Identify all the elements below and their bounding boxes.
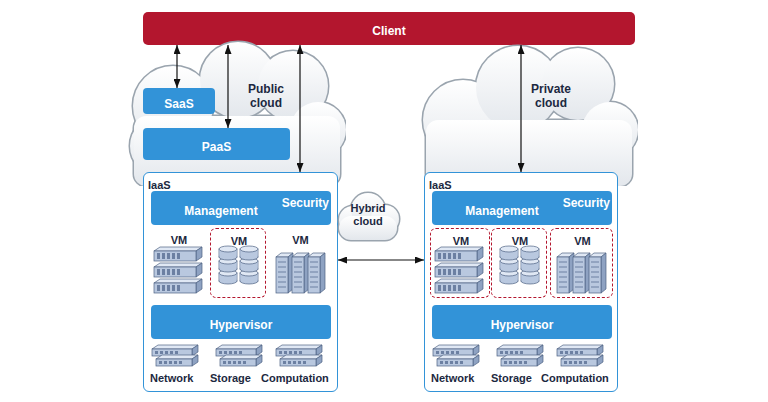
- iaas-panel: IaaS Management SecurityVM VM VM Hypervisor: [424, 172, 618, 392]
- layer-box: Management Security: [151, 191, 331, 225]
- connector-arrow: [176, 45, 177, 88]
- node-text: Hybrid cloud: [344, 202, 392, 228]
- node-text: Public cloud: [242, 82, 290, 111]
- vm-group: VM: [269, 228, 332, 298]
- node-text: IaaS: [148, 179, 171, 192]
- node-text: Security: [563, 196, 610, 210]
- layer-box: PaaS: [143, 128, 290, 160]
- node-text: Private cloud: [526, 82, 576, 111]
- vm-group: VM: [550, 228, 613, 298]
- component-label: Storage: [210, 372, 251, 385]
- cloud-outline: [418, 34, 638, 186]
- component-label: Network: [150, 372, 193, 385]
- connector-arrow: [520, 45, 521, 172]
- node-text: Hypervisor: [491, 318, 554, 332]
- layer-box: Management Security: [432, 191, 612, 225]
- vm-group: VM: [149, 228, 209, 298]
- node-text: Management: [184, 204, 257, 218]
- connector-arrow: [338, 259, 424, 260]
- node-text: VM: [231, 235, 248, 248]
- node-text: Management: [465, 204, 538, 218]
- component-label: Computation: [261, 372, 329, 385]
- vm-group: VM: [430, 228, 490, 298]
- node-text: Client: [372, 24, 405, 38]
- vm-group: VM: [491, 228, 547, 298]
- node-text: PaaS: [202, 140, 231, 154]
- connector-arrow: [227, 45, 228, 128]
- node-text: SaaS: [164, 97, 193, 111]
- node-text: VM: [292, 234, 309, 247]
- node-text: Hypervisor: [210, 318, 273, 332]
- node-text: VM: [171, 234, 188, 247]
- cloud-shape: Private cloud: [418, 34, 638, 186]
- component-label: Network: [431, 372, 474, 385]
- node-text: Security: [282, 196, 329, 210]
- layer-box: SaaS: [143, 88, 215, 114]
- node-text: VM: [453, 235, 470, 248]
- node-text: VM: [574, 235, 591, 248]
- node-text: IaaS: [429, 179, 452, 192]
- component-label: Storage: [491, 372, 532, 385]
- cloud-shape: Public cloudSaaS PaaS: [128, 34, 346, 186]
- client-bar: Client: [143, 12, 635, 45]
- node-text: VM: [512, 235, 529, 248]
- iaas-panel: IaaS Management SecurityVM VM VM Hypervisor: [143, 172, 338, 392]
- connector-arrow: [299, 45, 300, 172]
- component-label: Computation: [541, 372, 609, 385]
- layer-box: Hypervisor: [432, 305, 612, 339]
- cloud-shape: Hybrid cloud: [335, 188, 401, 244]
- layer-box: Hypervisor: [151, 305, 331, 339]
- vm-group: VM: [210, 228, 266, 298]
